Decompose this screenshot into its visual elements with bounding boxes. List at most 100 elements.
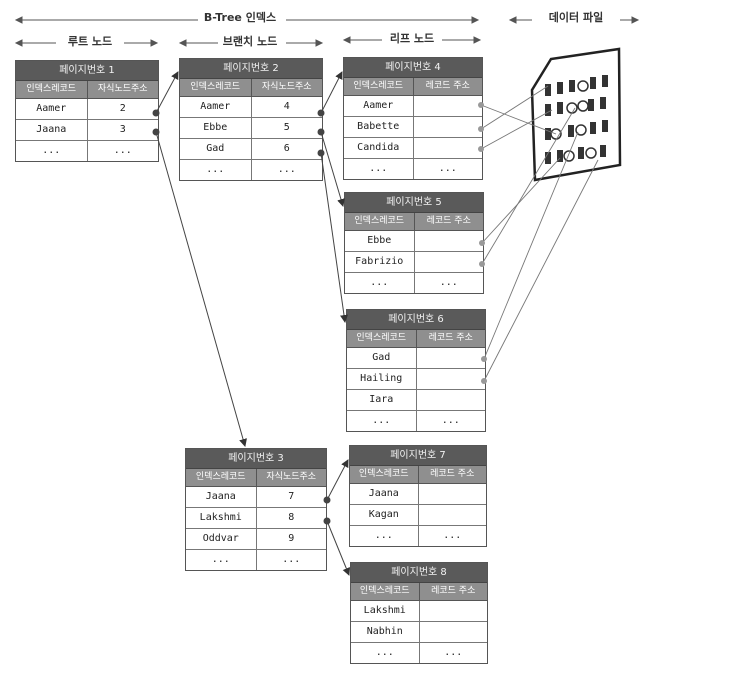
cell-key: ...	[344, 159, 414, 179]
cell-value: ...	[439, 277, 458, 288]
pointer-dot	[317, 109, 325, 117]
col-index-record: 인덱스레코드	[344, 78, 414, 95]
cell-key: ...	[186, 550, 257, 570]
table-row: Hailing	[347, 369, 485, 390]
col-child-address: 자식노드주소	[261, 82, 312, 92]
table-row: Lakshmi	[351, 601, 487, 622]
page-title: 페이지번호 5	[345, 193, 483, 213]
column-headers: 인덱스레코드 레코드 주소	[350, 466, 486, 484]
column-headers: 인덱스레코드 자식노드주소	[180, 79, 322, 97]
cell-value: 7	[288, 491, 295, 502]
column-headers: 인덱스레코드 레코드 주소	[351, 583, 487, 601]
cell-key: Gad	[180, 139, 252, 159]
table-row: ......	[180, 160, 322, 180]
btree-index-label: B-Tree 인덱스	[203, 11, 277, 24]
pointer-dot	[152, 128, 160, 136]
cell-value: 6	[283, 143, 290, 154]
cell-key: Fabrizio	[345, 252, 415, 272]
table-row: Aamer 2	[16, 99, 158, 120]
cell-key: ...	[347, 411, 417, 431]
table-row: ......	[344, 159, 482, 179]
cell-key: Ebbe	[180, 118, 252, 138]
cell-key: Iara	[347, 390, 417, 410]
table-row: Iara	[347, 390, 485, 411]
cell-value: 5	[283, 122, 290, 133]
col-index-record: 인덱스레코드	[186, 469, 257, 486]
page-6: 페이지번호 6 인덱스레코드 레코드 주소 Gad Hailing Iara .…	[346, 309, 486, 432]
cell-key: Gad	[347, 348, 417, 368]
cell-key: Lakshmi	[351, 601, 420, 621]
pointer-dot	[152, 109, 160, 117]
cell-key: Kagan	[350, 505, 419, 525]
col-index-record: 인덱스레코드	[16, 81, 88, 98]
col-record-address: 레코드 주소	[431, 586, 476, 596]
table-row: Gad 6	[180, 139, 322, 160]
column-headers: 인덱스레코드 레코드 주소	[345, 213, 483, 231]
cell-key: Nabhin	[351, 622, 420, 642]
cell-key: Lakshmi	[186, 508, 257, 528]
page-title: 페이지번호 8	[351, 563, 487, 583]
cell-value: 4	[283, 101, 290, 112]
pointer-dot	[323, 496, 331, 504]
page-8: 페이지번호 8 인덱스레코드 레코드 주소 Lakshmi Nabhin ...…	[350, 562, 488, 664]
pointer-line	[320, 152, 348, 323]
cell-value: 2	[119, 103, 126, 114]
page-7: 페이지번호 7 인덱스레코드 레코드 주소 Jaana Kagan ......	[349, 445, 487, 547]
page-title: 페이지번호 7	[350, 446, 486, 466]
table-row: Candida	[344, 138, 482, 159]
col-index-record: 인덱스레코드	[350, 466, 419, 483]
cell-key: Hailing	[347, 369, 417, 389]
table-row: Aamer 4	[180, 97, 322, 118]
pointer-line	[320, 131, 345, 207]
col-child-address: 자식노드주소	[97, 84, 148, 94]
pointer-line	[326, 520, 351, 576]
cell-key: Aamer	[180, 97, 252, 117]
branch-node-label: 브랜치 노드	[222, 35, 278, 48]
data-file-label: 데이터 파일	[548, 11, 604, 24]
table-row: ......	[16, 141, 158, 161]
cell-key: ...	[350, 526, 419, 546]
cell-key: Candida	[344, 138, 414, 158]
root-node-label: 루트 노드	[67, 35, 113, 48]
cell-key: ...	[345, 273, 415, 293]
page-5: 페이지번호 5 인덱스레코드 레코드 주소 Ebbe Fabrizio ....…	[344, 192, 484, 294]
cell-value: ...	[282, 554, 301, 565]
cell-value: ...	[113, 145, 132, 156]
cell-value: 8	[288, 512, 295, 523]
cell-value: 3	[119, 124, 126, 135]
cell-key: ...	[351, 643, 420, 663]
col-record-address: 레코드 주소	[425, 81, 470, 91]
col-record-address: 레코드 주소	[426, 216, 471, 226]
col-index-record: 인덱스레코드	[345, 213, 415, 230]
table-row: ......	[186, 550, 326, 570]
leaf-node-label: 리프 노드	[389, 32, 435, 45]
table-row: Ebbe 5	[180, 118, 322, 139]
table-row: Babette	[344, 117, 482, 138]
col-index-record: 인덱스레코드	[180, 79, 252, 96]
cell-key: Ebbe	[345, 231, 415, 251]
pointer-dot	[323, 517, 331, 525]
cell-value: ...	[438, 163, 457, 174]
cell-value: ...	[444, 647, 463, 658]
table-row: Fabrizio	[345, 252, 483, 273]
cell-value: ...	[277, 164, 296, 175]
cell-key: Babette	[344, 117, 414, 137]
table-row: ......	[350, 526, 486, 546]
cell-key: Aamer	[16, 99, 88, 119]
pointer-dot	[317, 128, 325, 136]
table-row: ......	[351, 643, 487, 663]
column-headers: 인덱스레코드 레코드 주소	[344, 78, 482, 96]
page-title: 페이지번호 6	[347, 310, 485, 330]
pointer-dot	[317, 149, 325, 157]
pointer-line	[326, 459, 349, 501]
col-record-address: 레코드 주소	[430, 469, 475, 479]
column-headers: 인덱스레코드 자식노드주소	[16, 81, 158, 99]
pointer-line	[320, 71, 343, 114]
table-row: Aamer	[344, 96, 482, 117]
